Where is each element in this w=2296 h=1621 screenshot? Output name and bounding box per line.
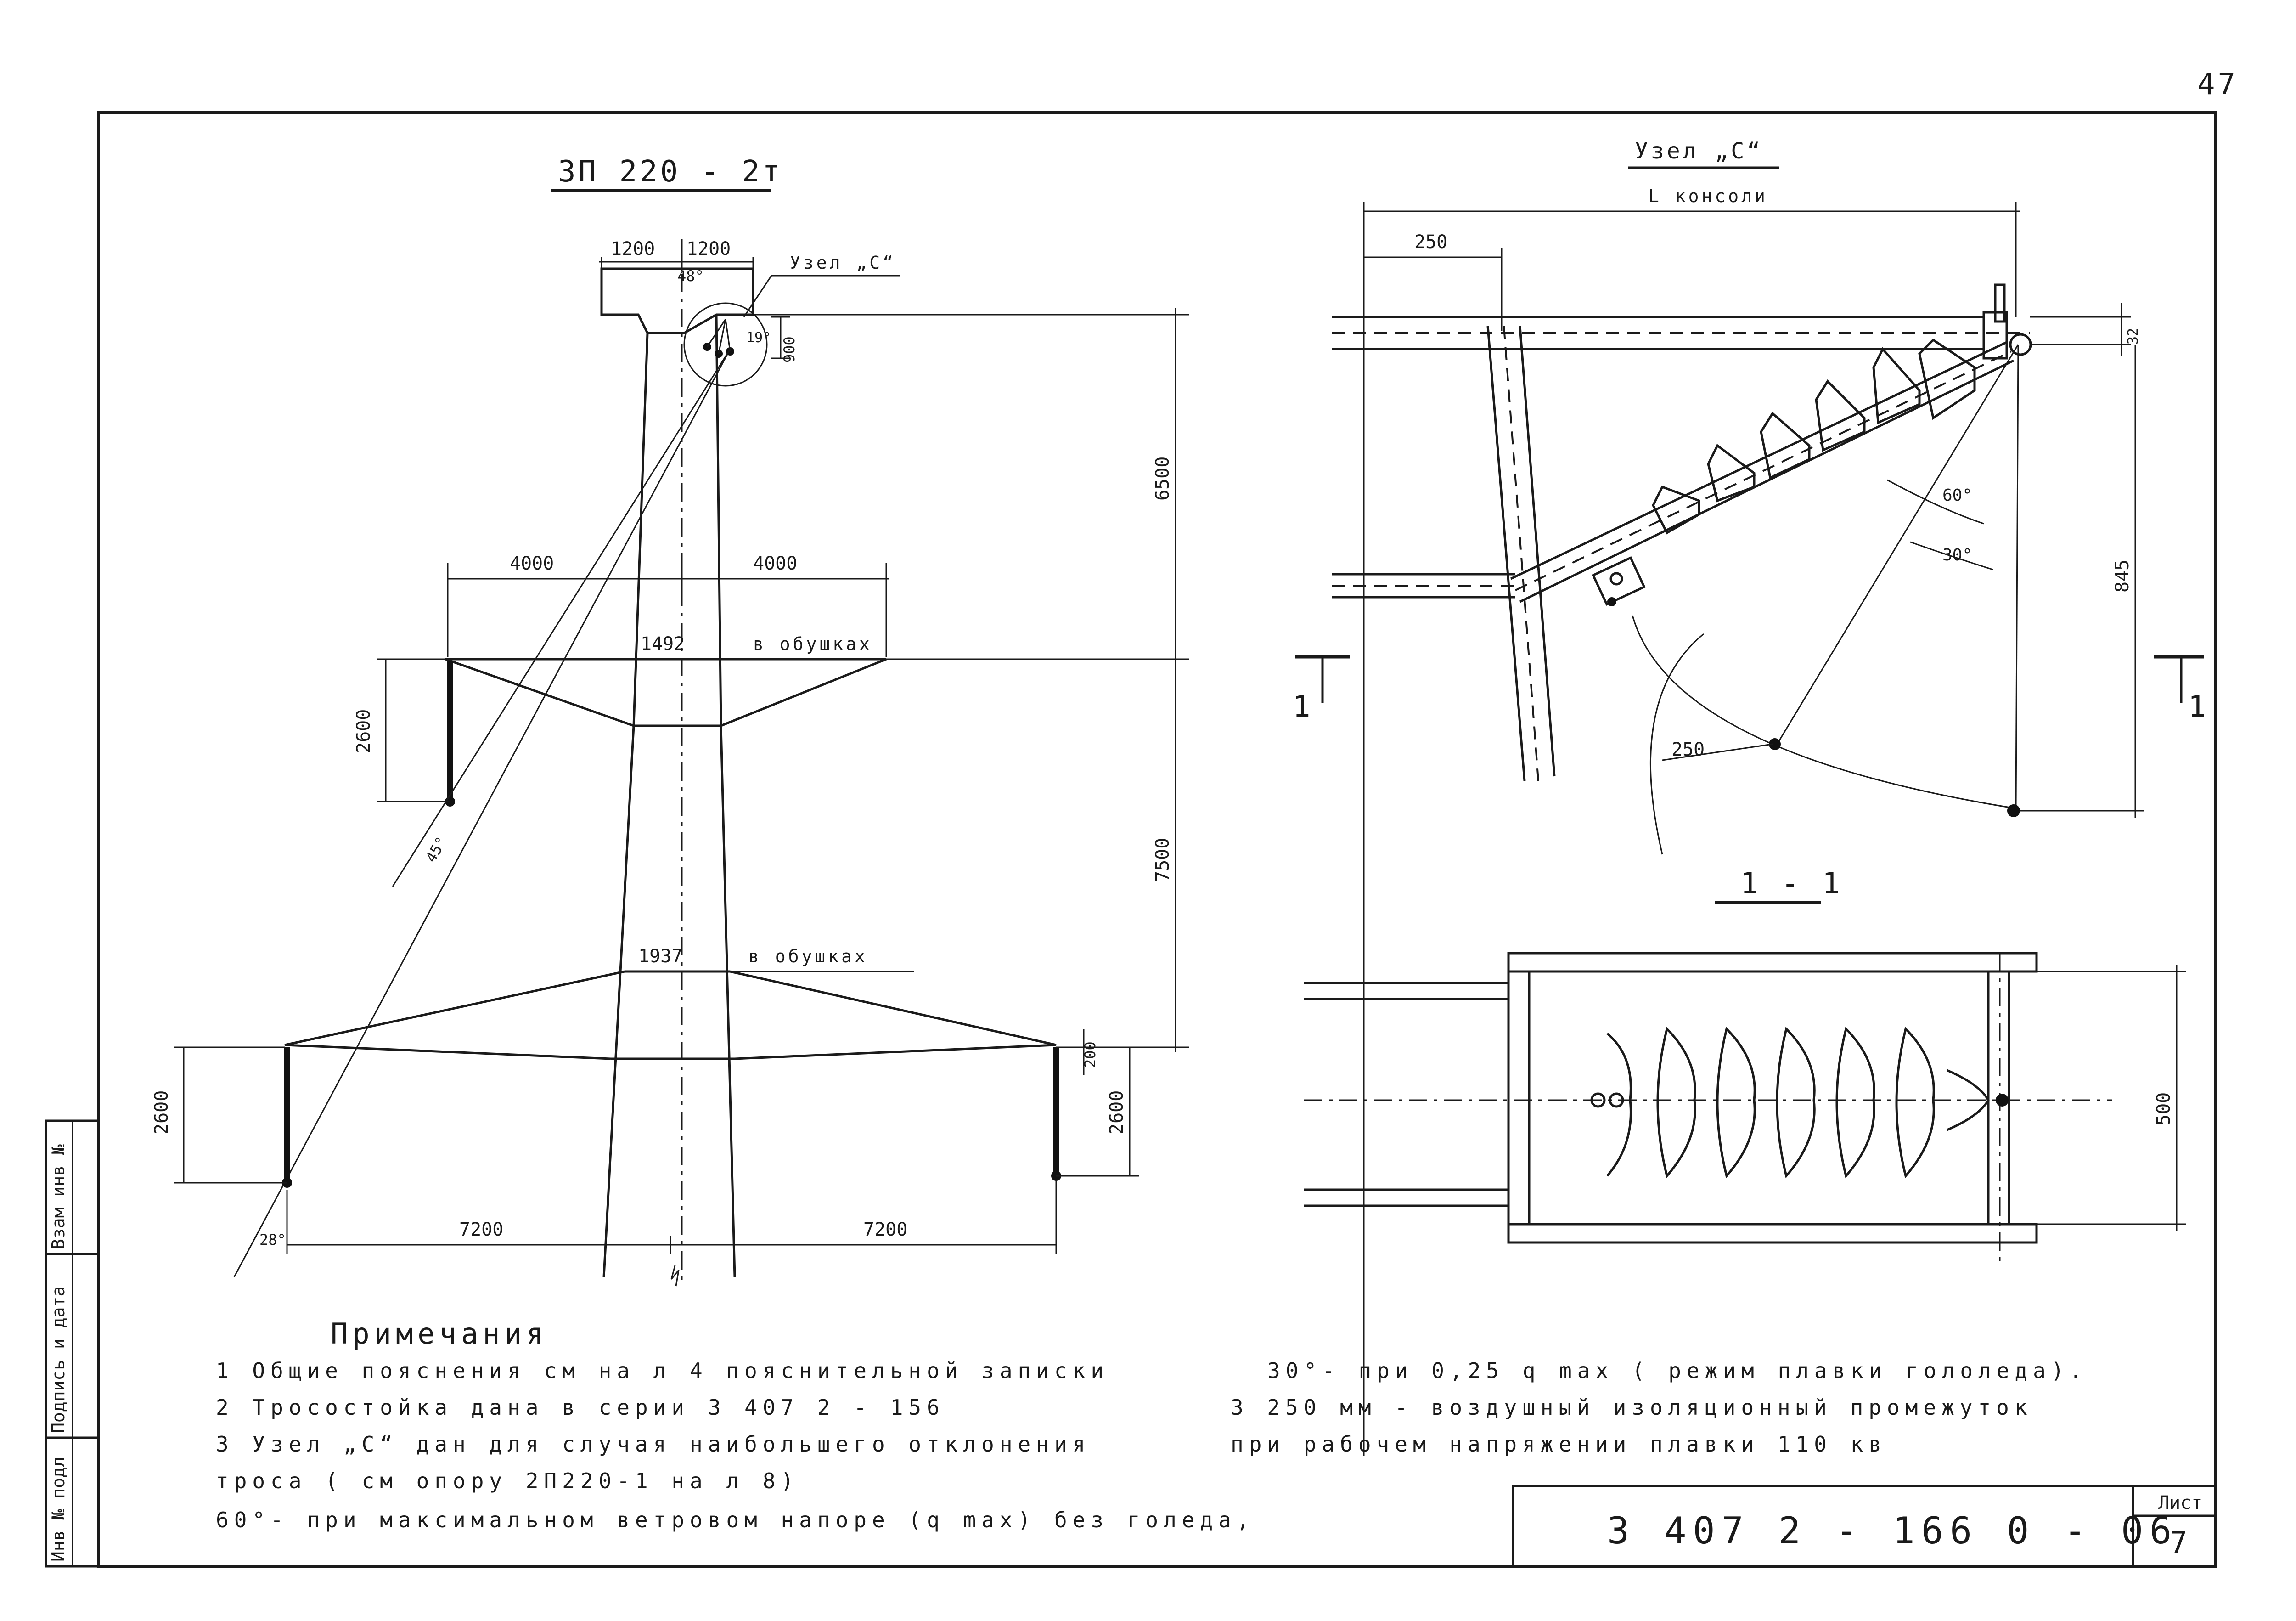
dim-lower-arm-left: 7200: [459, 1219, 503, 1240]
dim-top-left: 1200: [611, 238, 655, 260]
note-3-30: 30°- при 0,25 q max ( режим плавки голол…: [1267, 1358, 2088, 1383]
dim-upper-hanger: 2600: [353, 709, 374, 753]
tower-node-ref: Узел „С“: [790, 253, 896, 273]
node-angle-60: 60°: [1942, 486, 1972, 505]
dim-angle-node: 19°: [746, 330, 771, 346]
stamp-replace-label: Взам инв №: [48, 1144, 68, 1249]
dim-lower-width: 1937: [638, 946, 682, 967]
dim-upper-width: 1492: [641, 633, 685, 655]
tower-title: ЗП 220 - 2т: [558, 155, 783, 189]
dim-lower-offset: 200: [1081, 1041, 1099, 1068]
section-dim-500: 500: [2153, 1092, 2174, 1125]
dim-lower-angle: 28°: [259, 1231, 286, 1248]
stamp-sign-label: Подпись и дата: [48, 1286, 68, 1433]
console-length: L консоли: [1649, 186, 1768, 206]
dim-height-lower: 7500: [1152, 838, 1173, 882]
dim-height-upper: 6500: [1152, 457, 1173, 501]
notes: Примечания 1 Общие пояснения см на л 4 п…: [216, 1317, 2088, 1532]
sheet-frame: [97, 111, 2217, 1568]
document-code: 3 407 2 - 166 0 - 06: [1607, 1509, 2178, 1552]
side-stamp: Инв № подл Подпись и дата Взам инв №: [45, 1119, 100, 1568]
note-3-air-gap: 3 250 мм - воздушный изоляционный промеж…: [1231, 1395, 2033, 1420]
node-radius-250: 250: [1671, 739, 1705, 760]
note-1: 1 Общие пояснения см на л 4 пояснительно…: [216, 1358, 1109, 1383]
note-3-cont: троса ( см опору 2П220-1 на л 8): [216, 1469, 799, 1493]
section-title: 1 - 1: [1740, 867, 1843, 901]
node-dim-845: 845: [2112, 559, 2133, 593]
dim-top-right: 1200: [687, 238, 731, 260]
section-mark-left: 1: [1293, 690, 1313, 724]
stamp-inv-label: Инв № подл: [48, 1457, 68, 1562]
lower-note: в обушках: [748, 946, 868, 966]
node-dim-250-top: 250: [1414, 232, 1447, 253]
dim-lower-hanger-left: 2600: [151, 1090, 172, 1135]
note-3-60: 60°- при максимальном ветровом напоре (q…: [216, 1508, 1255, 1532]
dim-angle-top: 48°: [677, 267, 704, 285]
sheet-label: Лист: [2158, 1492, 2202, 1514]
node-c-drawing: Узел „С“ L консоли 250: [1293, 138, 2209, 1456]
title-block: 3 407 2 - 166 0 - 06 Лист 7: [1512, 1485, 2217, 1568]
dim-upper-arm-right: 4000: [753, 553, 797, 574]
note-2: 2 Тросостойка дана в серии 3 407 2 - 156: [216, 1395, 945, 1420]
dim-upper-arm-left: 4000: [510, 553, 554, 574]
tower-drawing: ЗП 220 - 2т 1200 1200 48° 19° 900 Узел: [151, 155, 1189, 1287]
node-angle-30: 30°: [1942, 546, 1972, 565]
node-title: Узел „С“: [1635, 138, 1763, 164]
notes-title: Примечания: [331, 1317, 548, 1350]
page-number: 47: [2197, 68, 2238, 102]
dim-lower-arm-right: 7200: [863, 1219, 907, 1240]
sheet-number: 7: [2170, 1526, 2190, 1560]
note-3: 3 Узел „С“ дан для случая наибольшего от…: [216, 1432, 1091, 1457]
dim-lower-hanger-right: 2600: [1106, 1090, 1127, 1135]
dim-upper-angle: 45°: [422, 834, 450, 865]
note-3-voltage: при рабочем напряжении плавки 110 кв: [1231, 1432, 1887, 1457]
section-mark-right: 1: [2188, 690, 2209, 724]
node-dim-32: 32: [2125, 328, 2141, 345]
upper-note: в обушках: [753, 634, 872, 654]
